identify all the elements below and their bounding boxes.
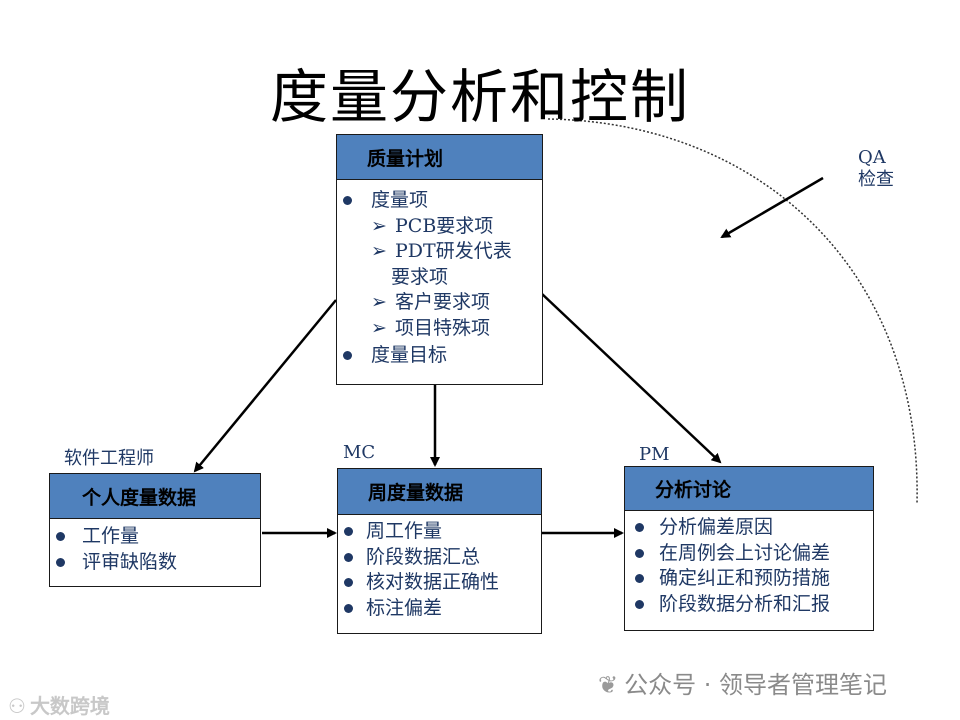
sub-item: ➢ PDT研发代表 (337, 239, 542, 265)
list-item: 分析偏差原因 (625, 515, 873, 541)
watermark-brand: ⚇大数跨境 (8, 690, 110, 719)
list-item: 标注偏差 (338, 596, 541, 622)
watermark-brand-text: 大数跨境 (29, 694, 110, 718)
quality-plan-body: 度量项 ➢ PCB要求项 ➢ PDT研发代表 要求项 ➢ 客户要求项 ➢ 项目特… (337, 180, 542, 369)
item-text: 周工作量 (366, 520, 443, 542)
sub-item: ➢ 项目特殊项 (337, 316, 542, 342)
quality-plan-heading: 质量计划 (337, 135, 542, 180)
role-label-individual: 软件工程师 (64, 448, 154, 469)
list-item: 评审缺陷数 (50, 550, 260, 576)
watermark-wechat-text: 公众号 · 领导者管理笔记 (624, 671, 887, 699)
sub-item-text: 客户要求项 (395, 291, 491, 313)
bullet-icon (635, 523, 644, 532)
bullet-icon (635, 574, 644, 583)
item-text: 工作量 (82, 525, 140, 547)
quality-plan-box: 质量计划 度量项 ➢ PCB要求项 ➢ PDT研发代表 要求项 ➢ 客户要求项 … (336, 134, 543, 385)
item-text: 标注偏差 (366, 596, 443, 619)
bullet-icon (56, 532, 65, 541)
weekly-data-box: 周度量数据 周工作量 阶段数据汇总 核对数据正确性 标注偏差 (337, 468, 542, 634)
sub-item-text: 项目特殊项 (395, 316, 491, 339)
list-item: 阶段数据汇总 (338, 545, 541, 571)
sub-item-text: 要求项 (391, 265, 449, 288)
item-text: 度量项 (371, 189, 429, 211)
item-text: 确定纠正和预防措施 (659, 567, 831, 589)
analysis-heading: 分析讨论 (625, 467, 873, 511)
item-text: 评审缺陷数 (82, 550, 178, 573)
bullet-icon (344, 578, 353, 587)
individual-data-box: 个人度量数据 工作量 评审缺陷数 (49, 473, 261, 587)
arrow-bullet-icon: ➢ (371, 214, 387, 237)
bullet-icon (344, 603, 353, 613)
list-item: 工作量 (50, 524, 260, 550)
bullet-icon (343, 351, 352, 360)
individual-body: 工作量 评审缺陷数 (50, 519, 260, 575)
role-label-weekly: MC (343, 442, 376, 463)
sub-item: ➢ PCB要求项 (337, 214, 542, 240)
item-text: 度量目标 (371, 344, 448, 366)
qa-label-line2: 检查 (858, 169, 894, 190)
wechat-icon: ❦ (598, 671, 619, 699)
bullet-icon (635, 548, 644, 558)
sub-item-text: PDT研发代表 (395, 240, 512, 262)
arrow-bullet-icon: ➢ (371, 316, 387, 339)
qa-arrow (720, 176, 824, 239)
item-text: 在周例会上讨论偏差 (659, 541, 831, 564)
watermark-wechat: ❦公众号 · 领导者管理笔记 (598, 665, 887, 700)
item-text: 分析偏差原因 (659, 516, 774, 538)
qa-label: QA 检查 (858, 147, 894, 191)
arrow-bullet-icon: ➢ (371, 240, 387, 262)
sub-item: ➢ 客户要求项 (337, 290, 542, 316)
arrow-bullet-icon: ➢ (371, 291, 387, 313)
item-text: 阶段数据汇总 (366, 545, 481, 568)
bullet-icon (635, 599, 644, 609)
analysis-box: 分析讨论 分析偏差原因 在周例会上讨论偏差 确定纠正和预防措施 阶段数据分析和汇… (624, 466, 874, 631)
brand-logo-icon: ⚇ (8, 694, 26, 718)
role-label-analysis: PM (639, 444, 670, 465)
sub-item-continuation: 要求项 (337, 265, 542, 291)
bullet-icon (343, 196, 352, 205)
qa-dotted-arc (547, 118, 918, 504)
plan-to-analysis-arrow (540, 292, 722, 464)
bullet-icon (344, 527, 353, 536)
item-text: 阶段数据分析和汇报 (659, 592, 831, 615)
plan-to-individual-arrow (193, 299, 337, 473)
list-item: 度量目标 (337, 343, 542, 369)
analysis-body: 分析偏差原因 在周例会上讨论偏差 确定纠正和预防措施 阶段数据分析和汇报 (625, 511, 873, 617)
list-item: 核对数据正确性 (338, 570, 541, 596)
qa-label-line1: QA (858, 147, 886, 168)
bullet-icon (344, 552, 353, 562)
item-text: 核对数据正确性 (366, 571, 500, 593)
weekly-heading: 周度量数据 (338, 469, 541, 515)
sub-item-text: PCB要求项 (395, 214, 494, 237)
bullet-icon (56, 557, 65, 567)
list-item: 阶段数据分析和汇报 (625, 592, 873, 618)
list-item: 周工作量 (338, 519, 541, 545)
page-title: 度量分析和控制 (269, 63, 690, 131)
list-item: 在周例会上讨论偏差 (625, 541, 873, 567)
list-item: 度量项 (337, 188, 542, 214)
individual-heading: 个人度量数据 (50, 474, 260, 519)
weekly-body: 周工作量 阶段数据汇总 核对数据正确性 标注偏差 (338, 515, 541, 621)
list-item: 确定纠正和预防措施 (625, 566, 873, 592)
